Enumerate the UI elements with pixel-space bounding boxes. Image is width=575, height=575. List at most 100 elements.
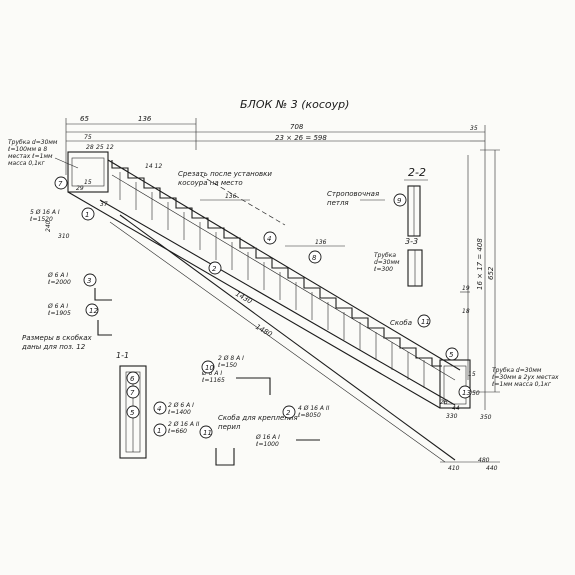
drawing-title: БЛОК № 3 (косоур) <box>240 98 349 111</box>
tube-mid-l3: ℓ=300 <box>373 266 393 273</box>
dim-50: 50 <box>472 390 480 397</box>
dim-652: 652 <box>487 266 495 280</box>
rebar2-l2: ℓ=8050 <box>297 412 321 419</box>
lifting-loop-l1: Строповочная <box>327 190 379 198</box>
dim-136-low: 136 <box>315 239 327 246</box>
detail-pos6 <box>236 377 271 395</box>
callout-cut-off: Срезать после установки косоура на место <box>178 170 274 187</box>
rebar2-l1: 4 Ø 16 A II <box>298 405 330 412</box>
dim-23x26: 23 × 26 = 598 <box>275 134 327 142</box>
dim-350: 350 <box>480 414 492 421</box>
marker-7a: 7 <box>58 180 63 188</box>
dim-28: 28 <box>86 144 94 151</box>
tube-top-l4: масса 0,1кг <box>8 160 46 167</box>
marker-1b: 1 <box>157 427 161 435</box>
dim-44: 44 <box>452 405 460 412</box>
rebar-spec-7: 2 Ø 6 A I ℓ=1400 <box>167 402 196 416</box>
lifting-loop-l2: петля <box>327 199 349 207</box>
dim-310: 310 <box>58 233 70 240</box>
bracket-railing-l2: перил <box>218 423 241 431</box>
marker-8: 8 <box>312 254 317 262</box>
dim-19: 19 <box>462 285 470 292</box>
rebar-spec-12: Ø 6 A I ℓ=1905 <box>47 303 71 317</box>
section-1-1-label: 1-1 <box>116 351 129 360</box>
top-dimensions: 65 136 708 75 23 × 26 = 598 35 28 25 12 <box>65 115 486 410</box>
dim-136-mid: 136 <box>225 193 237 200</box>
marker-4: 4 <box>267 235 271 243</box>
dim-16x17: 16 × 17 = 408 <box>476 238 484 290</box>
rebar12-l1: Ø 6 A I <box>47 303 68 310</box>
rebar11-l2: ℓ=1000 <box>255 441 279 448</box>
stringer-body: 136 136 14 12 15 29 37 1480 1430 310 240… <box>45 151 500 472</box>
sizes-note-l2: даны для поз. 12 <box>21 343 86 351</box>
dim-65: 65 <box>80 115 89 123</box>
callout-bracket-railing: Скоба для крепления перил <box>218 414 300 431</box>
callout-tube-top: Трубка d=30мм ℓ=100мм в 8 местах ℓ=1мм м… <box>7 139 59 167</box>
tube-top-l2: ℓ=100мм в 8 <box>7 146 47 153</box>
dim-480: 480 <box>478 457 490 464</box>
marker-10: 10 <box>205 364 214 372</box>
tube-bottom-l1: Трубка d=30мм <box>492 367 542 374</box>
marker-13: 13 <box>462 389 471 397</box>
section-2-2-label: 2-2 <box>408 166 426 179</box>
rebar-spec-3: Ø 6 A I ℓ=2000 <box>47 272 71 286</box>
rebar-spec-11: Ø 16 A I ℓ=1000 <box>255 434 282 448</box>
marker-2: 2 <box>212 265 217 273</box>
tube-mid-l2: d=30мм <box>374 259 400 266</box>
sizes-note-l1: Размеры в скобках <box>22 334 93 342</box>
rebar12-l2: ℓ=1905 <box>47 310 71 317</box>
detail-pos3 <box>94 288 112 301</box>
dim-15: 15 <box>84 179 92 186</box>
rebar11-l1: Ø 16 A I <box>255 434 280 441</box>
callout-lifting-loop: Строповочная петля <box>327 190 381 207</box>
rebar-spec-5: 2 Ø 8 A I ℓ=150 <box>217 355 246 369</box>
dim-440: 440 <box>486 465 498 472</box>
section-1-1: 1-1 <box>116 351 147 459</box>
marker-5: 5 <box>449 351 454 359</box>
dim-1430: 1430 <box>234 290 254 306</box>
marker-9: 9 <box>397 197 402 205</box>
rebar5-l2: ℓ=150 <box>217 362 237 369</box>
callout-tube-bottom: Трубка d=30мм ℓ=30мм в 2ух местах ℓ=1мм … <box>491 367 561 388</box>
dim-29: 29 <box>76 185 84 192</box>
tube-top-l1: Трубка d=30мм <box>8 139 58 146</box>
rebar7-l2: ℓ=1400 <box>167 409 191 416</box>
dim-330: 330 <box>446 413 458 420</box>
dim-136-top: 136 <box>138 115 152 123</box>
dim-15b: 15 <box>468 371 476 378</box>
callout-sizes-note: Размеры в скобках даны для поз. 12 <box>21 334 94 351</box>
dim-37: 37 <box>100 201 108 208</box>
bracket-railing-l1: Скоба для крепления <box>218 414 298 422</box>
rebar-spec-2: 4 Ø 16 A II ℓ=8050 <box>297 405 331 419</box>
rebar5-l1: 2 Ø 8 A I <box>218 355 244 362</box>
marker-11b: 11 <box>203 429 212 437</box>
dim-14-12: 14 12 <box>145 163 162 170</box>
marker-12: 12 <box>89 307 98 315</box>
section-2-2: 2-2 <box>404 166 428 237</box>
right-dimensions: 652 16 × 17 = 408 19 18 15 <box>460 149 500 393</box>
marker-7b: 7 <box>130 389 135 397</box>
detail-pos12 <box>97 320 112 336</box>
dim-35: 35 <box>470 125 478 132</box>
marker-4b: 4 <box>157 405 161 413</box>
marker-1: 1 <box>85 211 89 219</box>
tube-bottom-l3: ℓ=1мм масса 0,1кг <box>491 381 552 388</box>
cut-off-l2: косоура на место <box>178 179 243 187</box>
tube-bottom-l2: ℓ=30мм в 2ух местах <box>491 374 559 381</box>
rebar6-l1: Ø 6 A I <box>201 370 222 377</box>
rebar6-l2: ℓ=1165 <box>201 377 225 384</box>
dim-410: 410 <box>448 465 460 472</box>
position-markers: 7 1 3 12 2 4 8 9 11 5 6 7 5 4 1 10 11 2 … <box>54 176 472 439</box>
section-3-3: 3-3 <box>405 237 423 287</box>
rebar1-l2: ℓ=1520 <box>29 216 53 223</box>
marker-6: 6 <box>130 375 135 383</box>
dim-26: 26 <box>440 399 448 406</box>
rebar-spec-8: 2 Ø 16 A II ℓ=660 <box>167 421 201 435</box>
cut-off-l1: Срезать после установки <box>178 170 272 178</box>
rebar3-l2: ℓ=2000 <box>47 279 71 286</box>
callout-bracket: Скоба <box>390 319 412 327</box>
rebar3-l1: Ø 6 A I <box>47 272 68 279</box>
detail-pos11 <box>215 448 235 466</box>
rebar1-l1: 5 Ø 16 A I <box>30 209 60 216</box>
